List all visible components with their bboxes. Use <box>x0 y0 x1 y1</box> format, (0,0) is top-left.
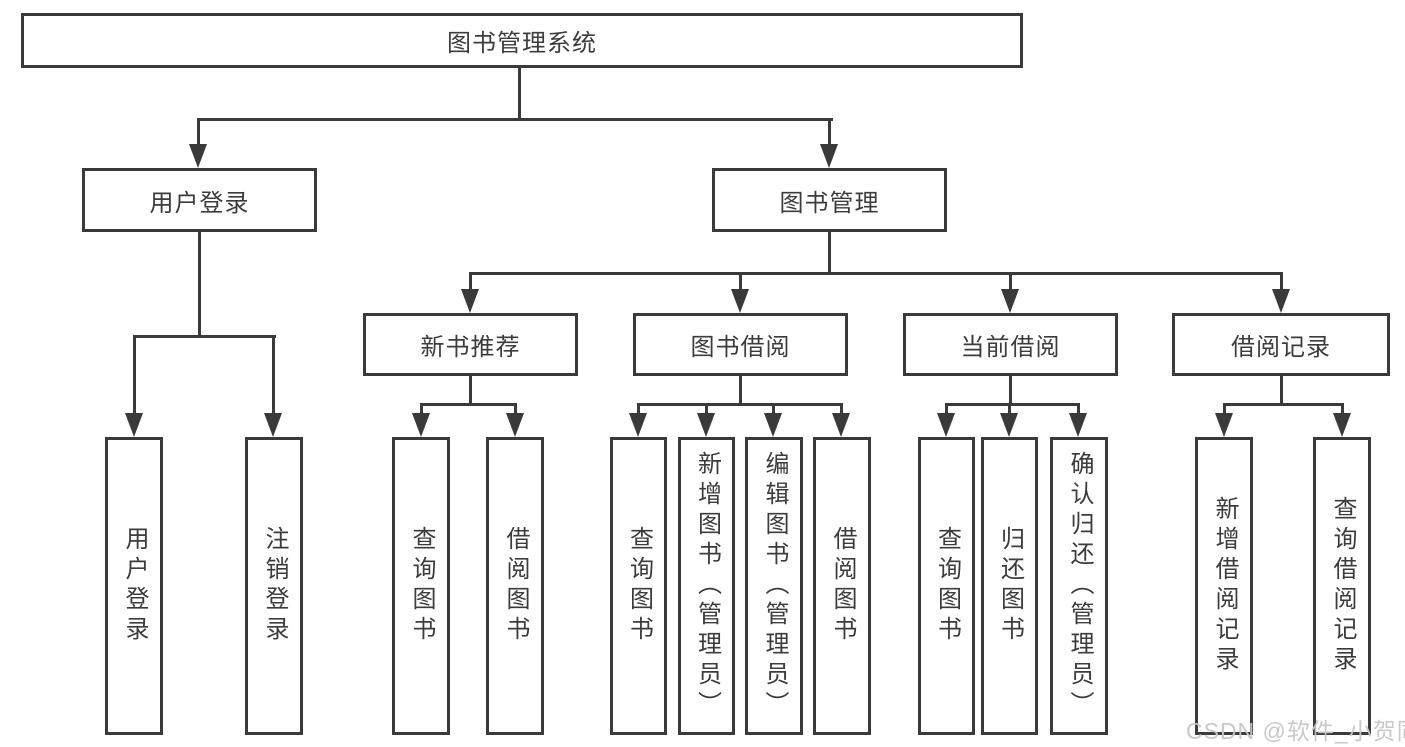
node-book-mgmt-label: 图书管理 <box>779 189 880 217</box>
connector-user-login-bus <box>133 335 276 338</box>
leaf-logout: 注销登录 <box>245 437 303 735</box>
connector-drop-bb-add <box>705 403 708 415</box>
node-new-book-recommend: 新书推荐 <box>363 313 578 376</box>
leaf-bb-borrow-books-label: 借阅图书 <box>829 526 856 646</box>
leaf-bb-add-book-admin: 新增图书（管理员） <box>678 437 735 735</box>
arrowhead-nb-borrow <box>506 413 524 437</box>
node-book-mgmt: 图书管理 <box>712 168 947 232</box>
connector-borrow-record-bus <box>1223 403 1344 406</box>
connector-book-mgmt-stub <box>828 232 831 275</box>
leaf-cb-confirm-return-admin: 确认归还（管理员） <box>1050 437 1108 735</box>
leaf-bb-borrow-books: 借阅图书 <box>813 437 871 735</box>
arrowhead-current-borrow <box>1001 289 1019 313</box>
watermark: CSDN @软件_小贺同学 <box>1186 718 1405 744</box>
arrowhead-br-query <box>1333 413 1351 437</box>
arrowhead-borrow-record <box>1272 289 1290 313</box>
node-user-login: 用户登录 <box>82 168 317 232</box>
arrowhead-book-borrow <box>731 289 749 313</box>
connector-drop-book-mgmt <box>828 118 831 146</box>
arrowhead-new-book <box>461 289 479 313</box>
arrowhead-bb-edit <box>764 413 782 437</box>
arrowhead-book-mgmt <box>820 144 838 168</box>
arrowhead-bb-borrow <box>832 413 850 437</box>
leaf-br-query-record: 查询借阅记录 <box>1313 437 1371 735</box>
node-new-book-label: 新书推荐 <box>420 334 521 361</box>
connector-drop-cb-return <box>1008 403 1011 415</box>
connector-drop-leaf-login <box>133 335 136 415</box>
connector-new-book-stub <box>469 376 472 406</box>
leaf-nb-query-books: 查询图书 <box>392 437 450 735</box>
arrowhead-bb-add <box>697 413 715 437</box>
connector-drop-nb-borrow <box>514 403 517 415</box>
arrowhead-cb-return <box>1000 413 1018 437</box>
connector-drop-bb-query <box>637 403 640 415</box>
connector-level3-bus <box>469 272 1283 275</box>
leaf-bb-add-book-admin-label: 新增图书（管理员） <box>693 451 721 721</box>
node-book-borrow-label: 图书借阅 <box>690 334 791 361</box>
arrowhead-br-add <box>1215 413 1233 437</box>
node-current-borrow-label: 当前借阅 <box>960 334 1061 361</box>
arrowhead-cb-confirm <box>1069 413 1087 437</box>
leaf-nb-borrow-books-label: 借阅图书 <box>502 526 529 646</box>
node-book-borrow: 图书借阅 <box>633 313 848 376</box>
leaf-bb-edit-book-admin-label: 编辑图书（管理员） <box>761 451 788 721</box>
connector-drop-bb-borrow <box>840 403 843 415</box>
connector-drop-br-add <box>1223 403 1226 415</box>
connector-drop-book-borrow <box>739 272 742 290</box>
node-borrow-record-label: 借阅记录 <box>1231 334 1331 361</box>
connector-drop-borrow-record <box>1280 272 1283 290</box>
leaf-bb-query-books-label: 查询图书 <box>625 526 653 646</box>
connector-drop-cb-query <box>945 403 948 415</box>
node-current-borrow: 当前借阅 <box>903 313 1118 376</box>
connector-drop-new-book <box>469 272 472 290</box>
leaf-br-query-record-label: 查询借阅记录 <box>1329 496 1356 676</box>
arrowhead-nb-query <box>412 413 430 437</box>
arrowhead-user-login <box>189 144 207 168</box>
arrowhead-cb-query <box>937 413 955 437</box>
node-borrow-record: 借阅记录 <box>1172 313 1390 376</box>
leaf-cb-confirm-return-admin-label: 确认归还（管理员） <box>1066 451 1093 721</box>
connector-borrow-record-stub <box>1280 376 1283 406</box>
connector-new-book-bus <box>420 403 517 406</box>
connector-current-borrow-stub <box>1009 376 1012 406</box>
connector-drop-br-query <box>1341 403 1344 415</box>
connector-root-bus <box>197 118 833 121</box>
connector-drop-leaf-logout <box>272 335 275 415</box>
leaf-cb-return-book-label: 归还图书 <box>996 526 1024 646</box>
leaf-cb-return-book: 归还图书 <box>981 437 1038 735</box>
connector-drop-bb-edit <box>772 403 775 415</box>
leaf-user-login-label: 用户登录 <box>121 526 148 646</box>
leaf-br-add-record-label: 新增借阅记录 <box>1211 496 1238 676</box>
connector-book-borrow-stub <box>739 376 742 406</box>
leaf-bb-query-books: 查询图书 <box>610 437 667 735</box>
leaf-nb-query-books-label: 查询图书 <box>408 526 435 646</box>
node-root: 图书管理系统 <box>21 13 1023 68</box>
leaf-user-login: 用户登录 <box>105 437 163 735</box>
leaf-nb-borrow-books: 借阅图书 <box>486 437 544 735</box>
connector-drop-nb-query <box>420 403 423 415</box>
node-user-login-label: 用户登录 <box>149 189 250 217</box>
connector-drop-user-login <box>197 118 200 146</box>
leaf-cb-query-books: 查询图书 <box>918 437 975 735</box>
leaf-bb-edit-book-admin: 编辑图书（管理员） <box>745 437 803 735</box>
arrowhead-leaf-login <box>125 413 143 437</box>
node-root-label: 图书管理系统 <box>447 30 597 57</box>
connector-drop-cb-confirm <box>1077 403 1080 415</box>
connector-book-borrow-bus <box>637 403 843 406</box>
connector-root-stub <box>518 68 521 118</box>
connector-drop-current-borrow <box>1009 272 1012 290</box>
connector-user-login-stub <box>198 232 201 338</box>
leaf-logout-label: 注销登录 <box>261 526 288 646</box>
connector-current-borrow-bus <box>945 403 1080 406</box>
leaf-br-add-record: 新增借阅记录 <box>1195 437 1253 735</box>
arrowhead-leaf-logout <box>264 413 282 437</box>
leaf-cb-query-books-label: 查询图书 <box>933 526 961 646</box>
arrowhead-bb-query <box>629 413 647 437</box>
